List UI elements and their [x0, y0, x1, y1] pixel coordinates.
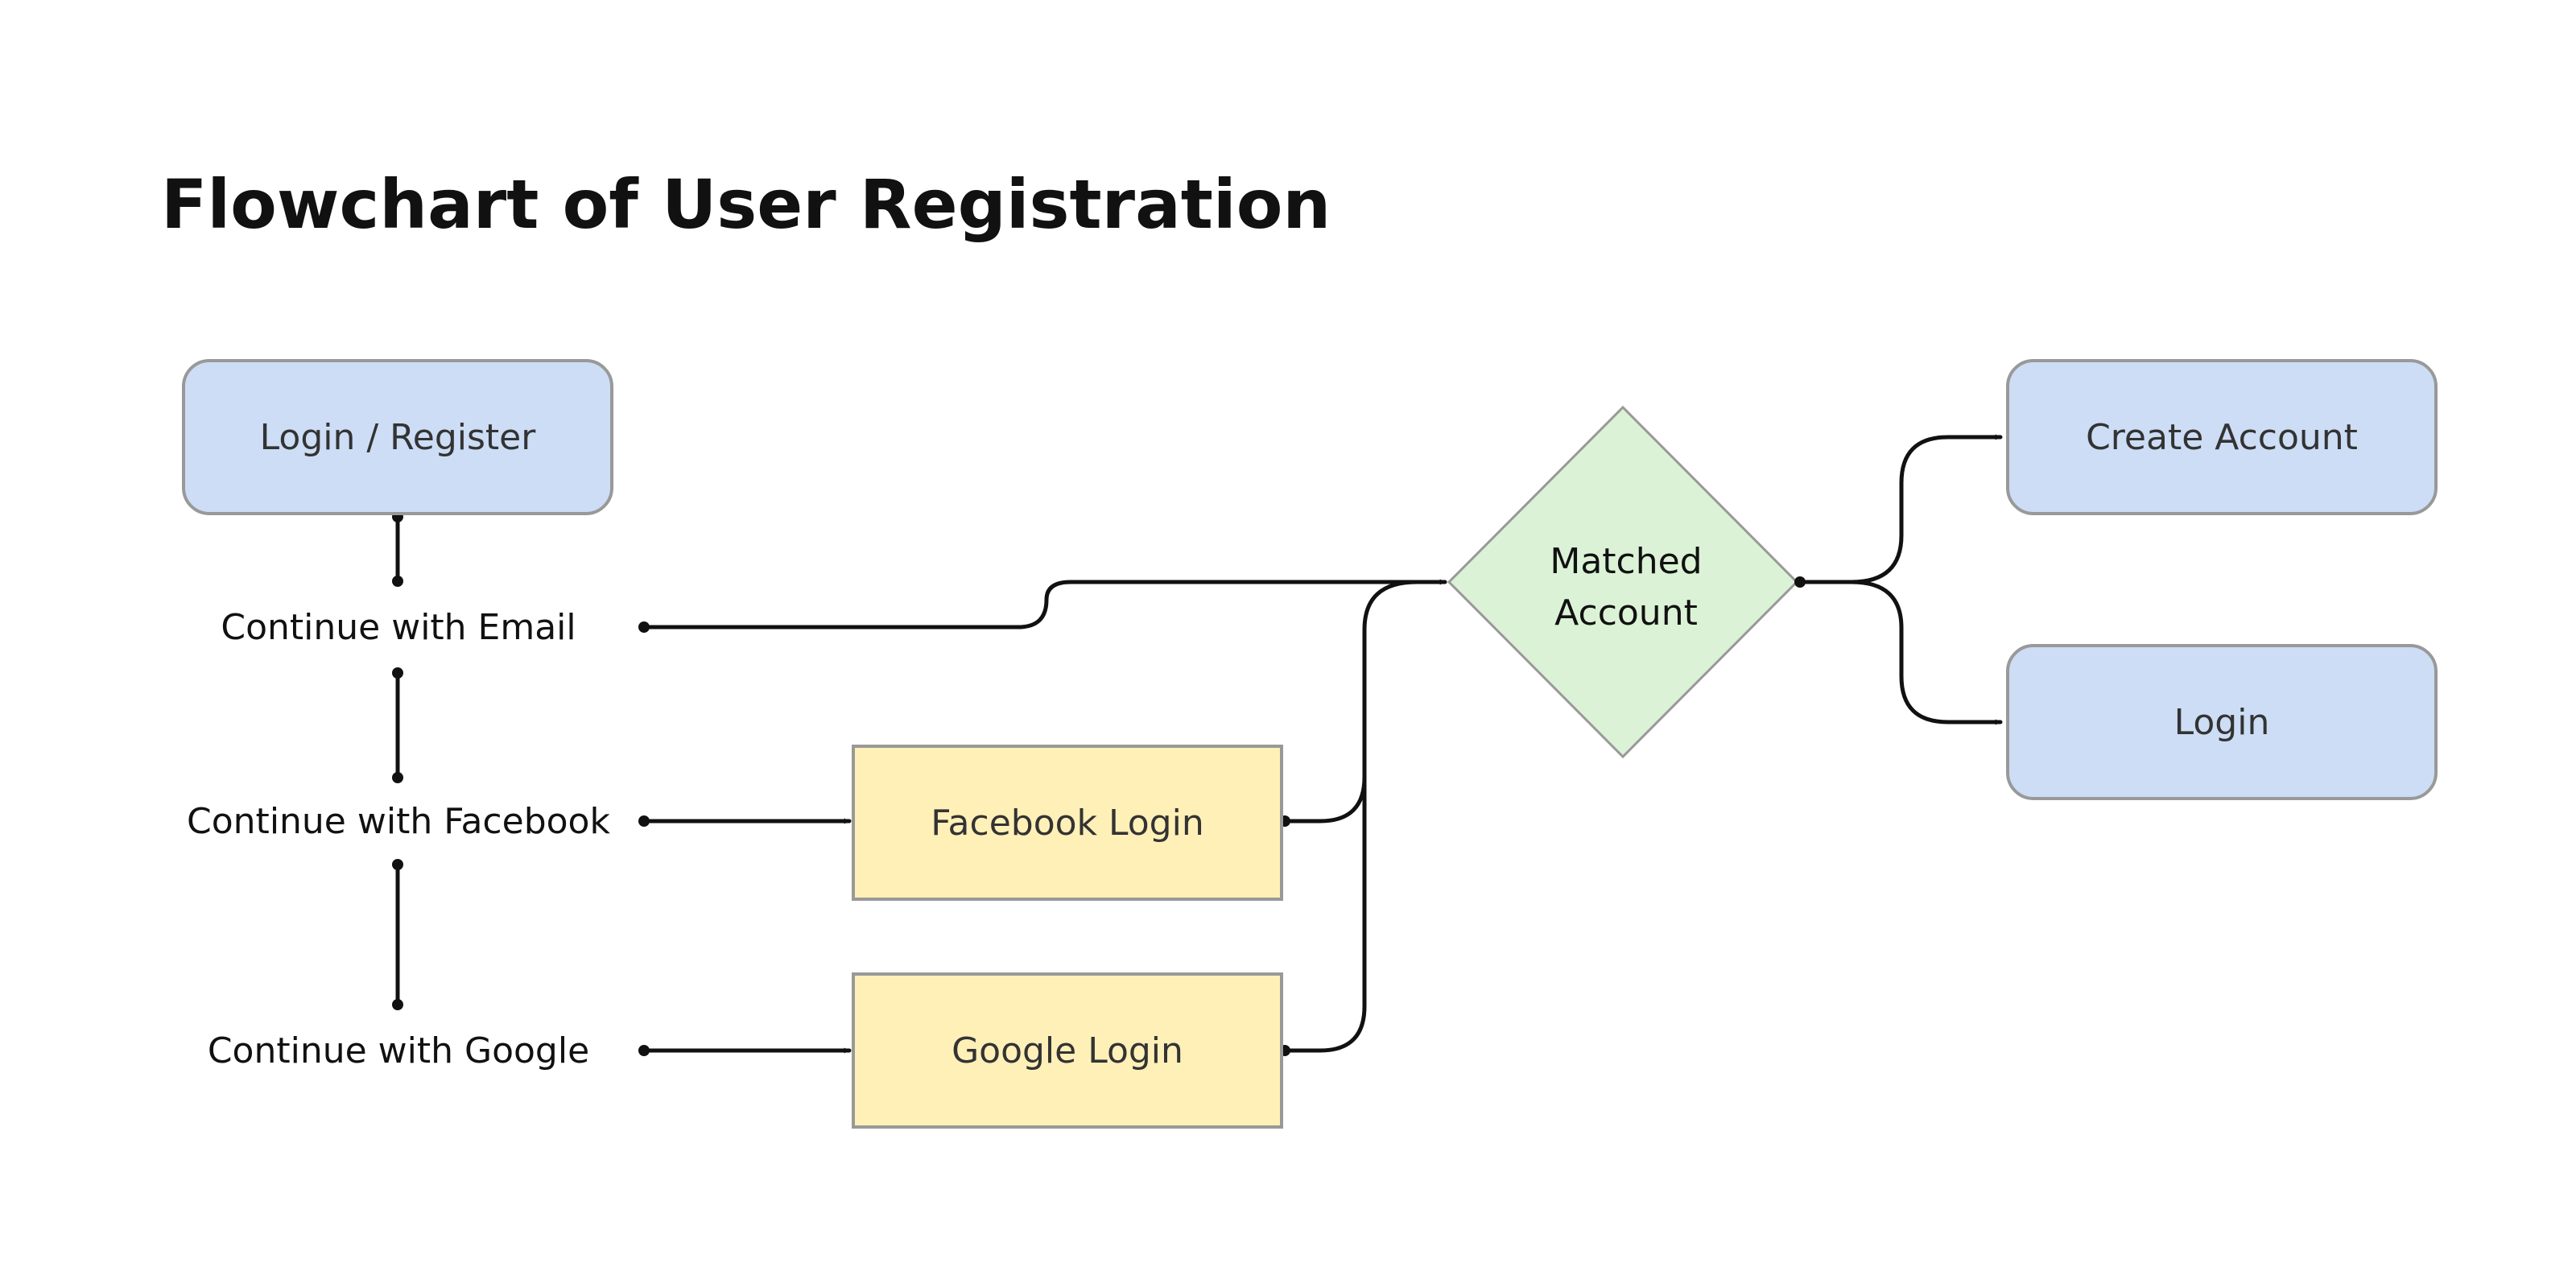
- node-label: Login / Register: [259, 416, 536, 458]
- edge-endpoint-dot: [392, 576, 403, 587]
- edge-endpoint-dot: [392, 999, 403, 1010]
- edge-email-to-decision: [642, 579, 1447, 630]
- option-label: Continue with Google: [207, 1030, 590, 1071]
- edge-endpoint-dot: [392, 667, 403, 679]
- node-facebook-login[interactable]: Facebook Login: [852, 745, 1283, 901]
- edge-endpoint-dot: [638, 1045, 650, 1056]
- decision-diamond[interactable]: [1447, 405, 1799, 759]
- edge-google-login-to-decision: [1282, 774, 1367, 1053]
- edge-endpoint-dot: [392, 772, 403, 783]
- edge-decision-to-create-account: [1798, 434, 2003, 584]
- node-login[interactable]: Login: [2006, 644, 2438, 800]
- node-label: Google Login: [952, 1030, 1183, 1071]
- edge-endpoint-dot: [392, 859, 403, 870]
- node-label: Login: [2174, 701, 2270, 743]
- option-continue-email[interactable]: Continue with Email: [161, 599, 636, 655]
- decision-label-line1: Matched: [1550, 541, 1703, 582]
- option-label: Continue with Facebook: [187, 800, 610, 842]
- option-label: Continue with Email: [221, 606, 576, 648]
- option-continue-facebook[interactable]: Continue with Facebook: [161, 793, 636, 849]
- node-label: Facebook Login: [931, 802, 1204, 844]
- node-label: Create Account: [2086, 416, 2358, 458]
- node-login-register[interactable]: Login / Register: [182, 359, 613, 515]
- edge-endpoint-dot: [638, 815, 650, 827]
- page-title: Flowchart of User Registration: [161, 165, 1331, 244]
- node-create-account[interactable]: Create Account: [2006, 359, 2438, 515]
- edge-endpoint-dot: [1794, 576, 1806, 588]
- decision-label-line2: Account: [1554, 592, 1698, 634]
- option-continue-google[interactable]: Continue with Google: [161, 1022, 636, 1079]
- decision-label: Matched Account: [1465, 515, 1787, 660]
- edge-decision-to-login: [1849, 580, 2003, 725]
- edge-facebook-login-to-decision: [1282, 580, 1419, 824]
- edge-endpoint-dot: [638, 621, 650, 633]
- node-google-login[interactable]: Google Login: [852, 972, 1283, 1129]
